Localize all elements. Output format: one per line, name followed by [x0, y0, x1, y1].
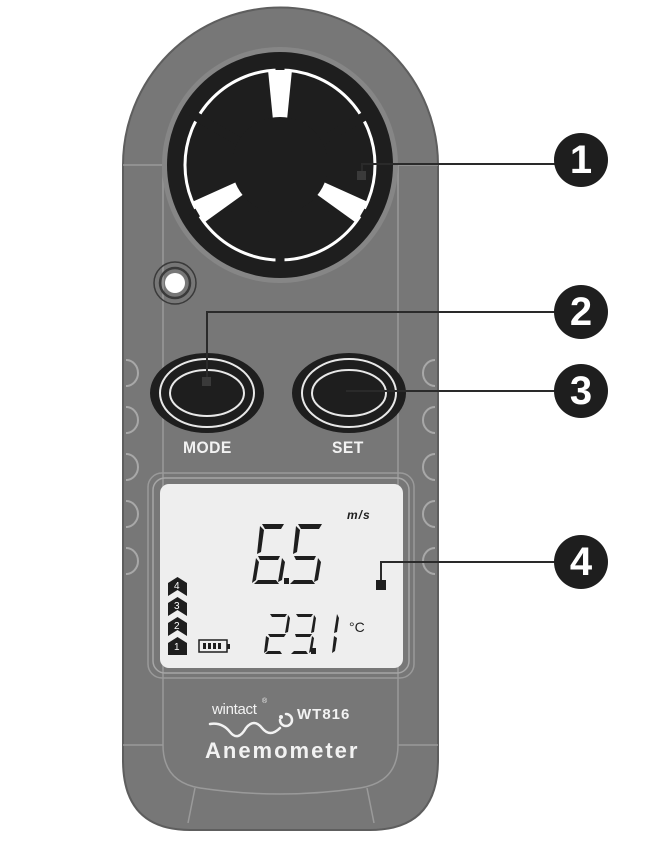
- wind-level-1: 1: [174, 642, 180, 653]
- callout-2: 2: [554, 285, 608, 339]
- lanyard-hole: [153, 261, 197, 305]
- callout-2-number: 2: [569, 290, 593, 334]
- wind-speed-digits: [252, 524, 322, 584]
- callout-1-number: 1: [569, 138, 593, 182]
- side-grips-left: [125, 359, 139, 575]
- temperature-value: 23.1: [265, 614, 340, 654]
- wind-level-labels: 4 3 2 1: [168, 578, 187, 656]
- wind-speed-value: 6.5: [253, 524, 323, 584]
- callout-1: 1: [554, 133, 608, 187]
- model-number: WT816: [297, 706, 351, 723]
- battery-full-icon: [198, 639, 230, 653]
- wind-speed-unit: m/s: [347, 508, 371, 522]
- temperature-digits: [264, 614, 339, 654]
- callout-anchor-4: [376, 580, 386, 590]
- wind-level-3: 3: [174, 601, 180, 612]
- callout-anchor-1: [357, 171, 366, 180]
- set-button[interactable]: [292, 353, 406, 433]
- wind-level-2: 2: [174, 621, 180, 632]
- callout-4: 4: [554, 535, 608, 589]
- registered-mark: ®: [262, 698, 268, 705]
- fan-impeller: [162, 47, 398, 283]
- callout-anchor-2: [202, 377, 211, 386]
- callout-3-number: 3: [569, 369, 593, 413]
- set-button-label: SET: [332, 438, 364, 457]
- mode-button-label: MODE: [183, 438, 232, 457]
- callout-4-number: 4: [569, 540, 593, 584]
- callout-3: 3: [554, 364, 608, 418]
- brand-name: wintact: [212, 701, 257, 718]
- product-name: Anemometer: [205, 738, 360, 763]
- wind-level-4: 4: [174, 581, 180, 592]
- wind-level-indicator: [168, 577, 187, 655]
- temperature-unit: °C: [349, 619, 365, 635]
- wintact-logo-icon: [208, 712, 294, 738]
